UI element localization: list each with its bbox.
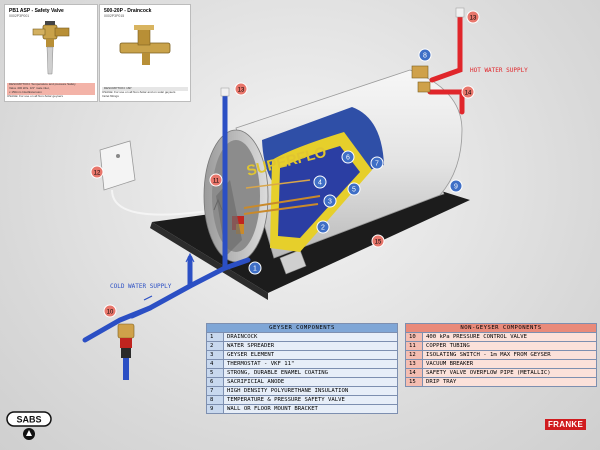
cold-water-pipe	[82, 91, 251, 343]
svg-text:12: 12	[94, 171, 101, 177]
callout-badge: 15	[371, 234, 385, 248]
flow-arrow	[143, 295, 153, 301]
safety-valve-image	[32, 21, 70, 75]
card-desc-line: DESCRIPTION: Temperature and pressure Sa…	[7, 83, 95, 88]
card-desc-line: USAGE: For use on all Non-Solar and on s…	[102, 90, 176, 95]
callout-badge: 9	[449, 179, 463, 193]
card-desc-line: USAGE: For use on all Non-Solar geysers	[7, 94, 64, 99]
cold-water-supply-label: COLD WATER SUPPLY	[110, 283, 172, 290]
callout-badge: 3	[323, 194, 337, 208]
svg-text:9: 9	[454, 184, 458, 191]
pressure-control-valve	[117, 323, 135, 380]
svg-text:8: 8	[423, 53, 427, 60]
card-description: DESCRIPTION: Temperature and pressure Sa…	[7, 83, 95, 99]
svg-text:4: 4	[318, 180, 322, 187]
svg-text:13: 13	[470, 16, 477, 22]
svg-text:14: 14	[465, 91, 472, 97]
callout-badge: 13	[234, 82, 248, 96]
flow-arrow	[213, 198, 223, 211]
franke-logo: FRANKE	[545, 419, 587, 430]
svg-text:3: 3	[328, 199, 332, 206]
card-sub: 0002P3P015	[104, 14, 125, 18]
card-desc-line: DESCRIPTION: 16P	[102, 86, 188, 92]
svg-text:7: 7	[375, 161, 379, 168]
callout-badge: 10	[103, 304, 117, 318]
svg-text:1: 1	[253, 266, 257, 273]
table-header: NON-GEYSER COMPONENTS	[405, 323, 597, 333]
safety-valve-card: PB1 ASP - Safety Valve 0002P3P001 DESCRI…	[4, 4, 98, 102]
callout-badge: 1	[248, 261, 262, 275]
hot-water-supply-label: HOT WATER SUPPLY	[470, 67, 528, 74]
svg-text:13: 13	[238, 88, 245, 94]
callout-badge: 5	[347, 182, 361, 196]
callout-badge: 7	[370, 156, 384, 170]
draincock-image	[119, 25, 171, 65]
card-code: PB1 ASP - Safety Valve	[9, 8, 64, 14]
svg-text:SABS: SABS	[16, 415, 41, 425]
card-desc-line: Valve 400 kPa. 3/4" male inlet,	[7, 86, 95, 92]
card-description: DESCRIPTION: 16P USAGE: For use on all N…	[102, 86, 188, 99]
svg-text:6: 6	[346, 155, 350, 162]
callout-badge: 14	[461, 85, 475, 99]
card-desc-line: x 150mm Inlet/Extension	[7, 90, 95, 96]
callout-badge: 2	[316, 220, 330, 234]
svg-text:10: 10	[107, 310, 114, 316]
svg-text:15: 15	[375, 240, 382, 246]
flow-arrow	[185, 252, 195, 263]
card-code: 500-20P - Draincock	[104, 8, 152, 14]
card-desc-line: Innlet fittings	[102, 94, 119, 99]
svg-text:2: 2	[321, 225, 325, 232]
geyser-tank	[203, 69, 463, 263]
isolating-switch	[99, 140, 136, 191]
callout-badge: 6	[341, 150, 355, 164]
table-header: GEYSER COMPONENTS	[206, 323, 398, 333]
callout-badge: 13	[466, 10, 480, 24]
svg-text:11: 11	[213, 179, 220, 185]
callout-badge: 12	[90, 165, 104, 179]
callout-badge: 8	[418, 48, 432, 62]
callout-badge: 4	[313, 175, 327, 189]
callout-badge: 11	[209, 173, 223, 187]
card-sub: 0002P3P001	[9, 14, 30, 18]
sabs-logo: SABS	[6, 411, 52, 440]
svg-text:5: 5	[352, 187, 356, 194]
draincock-card: 500-20P - Draincock 0002P3P015 DESCRIPTI…	[99, 4, 191, 102]
